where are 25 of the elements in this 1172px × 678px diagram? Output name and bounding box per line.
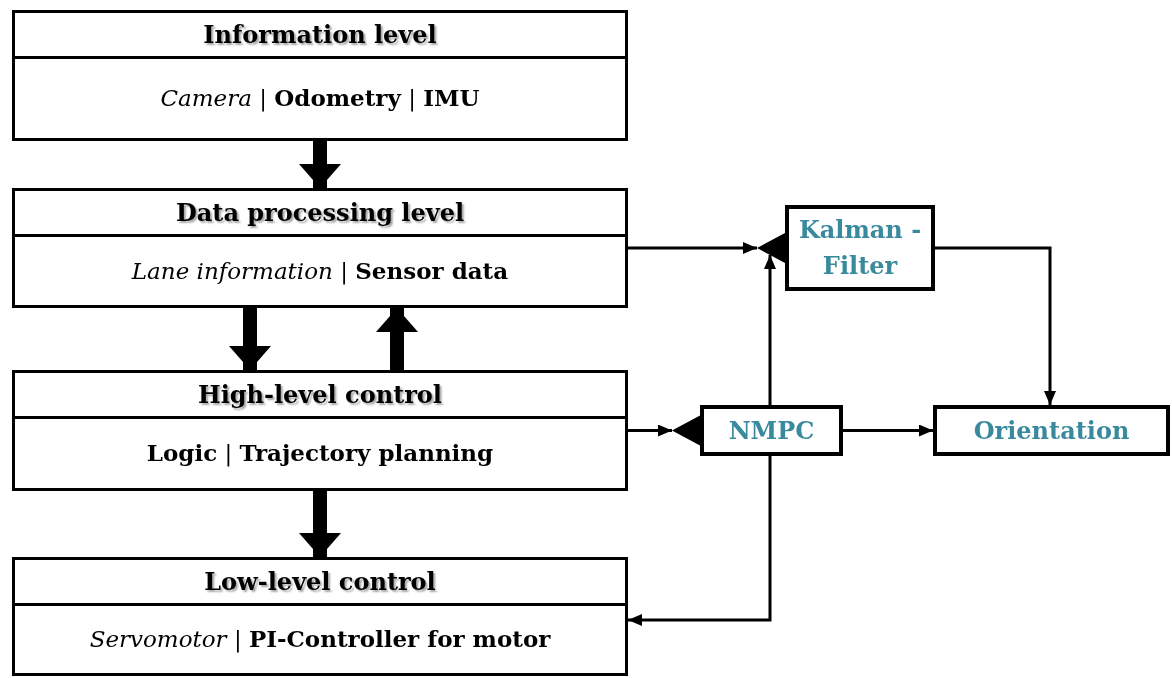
level-box bbox=[12, 557, 628, 676]
block-arrow bbox=[299, 491, 341, 557]
level-heading: High-level control bbox=[198, 378, 442, 411]
process-label: Orientation bbox=[973, 414, 1130, 447]
arrow bbox=[764, 255, 776, 405]
arrow bbox=[628, 424, 672, 437]
level-description: Lane information | Sensor data bbox=[131, 255, 509, 287]
level-description: Camera | Odometry | IMU bbox=[160, 83, 480, 114]
level-description: Logic | Trajectory planning bbox=[146, 438, 494, 469]
block-arrow bbox=[376, 308, 418, 370]
arrow bbox=[628, 456, 772, 626]
arrow bbox=[935, 246, 1056, 405]
process-label: Kalman -Filter bbox=[797, 214, 923, 282]
level-box bbox=[12, 370, 628, 491]
block-arrow bbox=[229, 308, 271, 370]
arrow bbox=[843, 424, 933, 437]
level-heading: Information level bbox=[203, 18, 437, 51]
level-box bbox=[12, 188, 628, 308]
level-description: Servomotor | PI-Controller for motor bbox=[89, 624, 551, 655]
block-arrow bbox=[299, 141, 341, 188]
level-box bbox=[12, 10, 628, 141]
level-heading: Low-level control bbox=[204, 565, 436, 598]
process-label: NMPC bbox=[728, 414, 815, 447]
arrow bbox=[628, 242, 757, 254]
level-heading: Data processing level bbox=[175, 196, 465, 229]
